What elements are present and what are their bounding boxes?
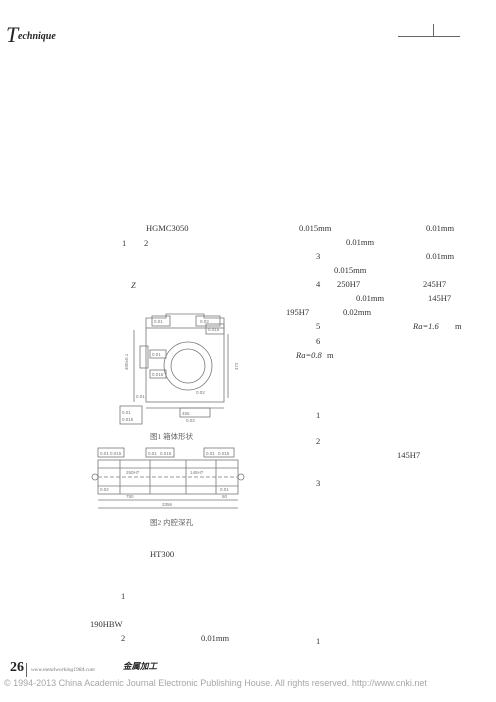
fig1-tol-8: 0.03 <box>186 418 195 423</box>
text-r8a: 5 <box>316 321 321 331</box>
fig1-dim-height: 400±0.1 <box>124 353 129 370</box>
fig1-dim-width: 455 <box>182 411 190 416</box>
text-tolerance-left: 0.01mm <box>201 633 230 643</box>
text-r7b: 0.02mm <box>343 307 372 317</box>
fig1-tol-3: 0.01 <box>122 410 131 415</box>
header-initial: T <box>6 22 19 47</box>
text-r11: 1 <box>316 410 321 420</box>
text-r8b: Ra=1.6 <box>413 321 439 331</box>
fig1-tol-4: 0.015 <box>122 417 134 422</box>
header-rule <box>398 36 460 37</box>
text-r10b: m <box>327 350 334 360</box>
text-r5c: 245H7 <box>423 279 447 289</box>
fig2-tol-1: 0.01 <box>100 451 109 456</box>
text-ref-1: 1 <box>122 238 127 248</box>
text-material: HT300 <box>150 549 175 559</box>
copyright-notice: © 1994-2013 China Academic Journal Elect… <box>4 678 427 688</box>
page-number: 26 <box>10 660 24 675</box>
fig1-dim-total: 472 <box>234 362 239 370</box>
figure-2-caption: 图2 内腔深孔 <box>150 518 194 527</box>
fig2-tol-3: 0.01 <box>148 451 157 456</box>
fig1-tol-6: 0.01 <box>152 352 161 357</box>
figure-1-caption: 图1 箱体形状 <box>150 432 194 441</box>
text-r1a: 0.015mm <box>299 223 332 233</box>
fig2-tol-4: 0.015 <box>160 451 172 456</box>
text-r8c: m <box>455 321 462 331</box>
fig2-tol-5: 0.01 <box>206 451 215 456</box>
fig2-bore-2: 145H7 <box>190 470 204 475</box>
text-r5b: 250H7 <box>337 279 361 289</box>
text-r9: 6 <box>316 336 321 346</box>
figure-1-drawing: 400±0.1 455 472 0.01 0.03 0.01 0.015 0.0… <box>119 313 239 425</box>
text-r10a: Ra=0.8 <box>296 350 322 360</box>
fig2-tol-2: 0.015 <box>110 451 122 456</box>
text-hardness: 190HBW <box>90 619 123 629</box>
text-axis-z: Z <box>131 280 136 290</box>
fig2-dim-60: 60 <box>222 494 228 499</box>
text-r15: 1 <box>316 636 321 646</box>
footer-url[interactable]: www.metalworking1984.com <box>31 667 95 673</box>
text-step-1: 1 <box>121 591 126 601</box>
fig2-tol-7: 0.02 <box>100 487 109 492</box>
header-word: echnique <box>18 31 56 42</box>
fig1-tol-10: 0.01 <box>136 394 145 399</box>
text-r6a: 0.01mm <box>356 293 385 303</box>
fig2-dim-3356: 3356 <box>162 502 173 507</box>
text-r2: 0.01mm <box>346 237 375 247</box>
text-r13: 145H7 <box>397 450 421 460</box>
text-r7a: 195H7 <box>286 307 310 317</box>
text-r14: 3 <box>316 478 321 488</box>
text-r4: 0.015mm <box>334 265 367 275</box>
fig1-tol-2: 0.03 <box>200 319 209 324</box>
text-r3b: 0.01mm <box>426 251 455 261</box>
fig1-tol-1: 0.01 <box>154 319 163 324</box>
text-r12: 2 <box>316 436 321 446</box>
header-tick <box>433 24 434 37</box>
fig1-tol-5: 0.015 <box>208 327 220 332</box>
text-r5a: 4 <box>316 279 321 289</box>
text-r6b: 145H7 <box>428 293 452 303</box>
text-step-2: 2 <box>121 633 126 643</box>
figure-2-drawing: 0.01 0.015 0.01 0.015 0.01 0.015 0.02 0.… <box>91 447 245 509</box>
fig1-tol-9: 0.02 <box>196 390 205 395</box>
text-r3a: 3 <box>316 251 321 261</box>
fig2-tol-6: 0.015 <box>218 451 230 456</box>
text-r1b: 0.01mm <box>426 223 455 233</box>
text-ref-2: 2 <box>144 238 149 248</box>
fig2-tol-8: 0.01 <box>220 487 229 492</box>
fig2-bore-1: 250H7 <box>126 470 140 475</box>
footer-brand-logo: 金属加工 <box>123 661 158 671</box>
footer-rule <box>26 663 27 677</box>
text-machine-model: HGMC3050 <box>146 223 189 233</box>
fig1-tol-7: 0.015 <box>152 372 164 377</box>
fig2-dim-750: 750 <box>126 494 134 499</box>
